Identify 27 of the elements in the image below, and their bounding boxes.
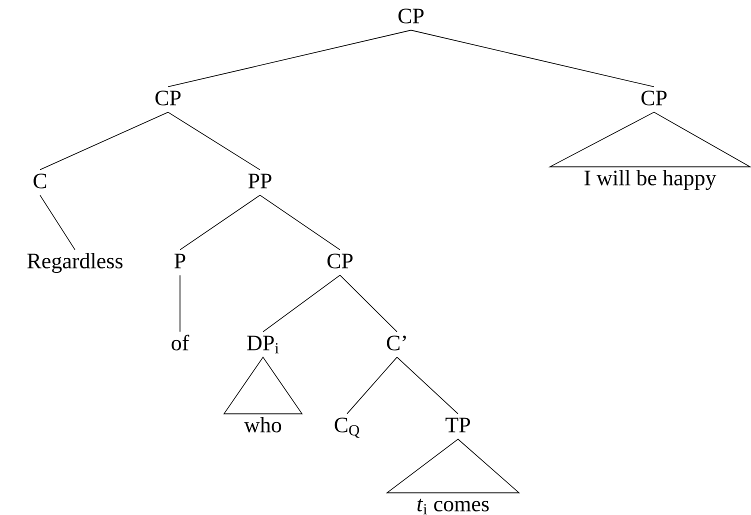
- tree-label: TP: [446, 418, 470, 432]
- tree-label: PP: [248, 174, 272, 188]
- branch-line: [180, 194, 260, 250]
- branch-line: [346, 356, 398, 414]
- tree-label: P: [174, 254, 186, 268]
- branch-line: [396, 356, 458, 414]
- tree-label: CP: [155, 90, 181, 106]
- branch-line: [168, 112, 260, 170]
- tree-label: C’: [386, 336, 406, 350]
- tree-label: who: [244, 416, 282, 432]
- branch-line: [168, 30, 412, 88]
- tree-label: CP: [327, 254, 353, 268]
- tree-label: DP$_{i}$: [247, 336, 279, 354]
- tree-label: I will be happy: [584, 170, 716, 190]
- tree-label: Regardless: [27, 252, 122, 273]
- branch-line: [260, 194, 340, 250]
- branch-line: [40, 194, 76, 250]
- branch-line: [340, 274, 398, 332]
- branch-line: [410, 30, 654, 88]
- branch-line: [262, 274, 340, 332]
- tree-label: CP: [641, 90, 667, 106]
- tree-label: of: [172, 334, 190, 350]
- tree-label: C$_{Q}$: [334, 418, 360, 438]
- tree-label: CP: [398, 8, 424, 24]
- tree-label: C: [34, 174, 46, 188]
- branch-line: [40, 112, 168, 170]
- tree-label: t$_{i}$ comes: [417, 498, 489, 514]
